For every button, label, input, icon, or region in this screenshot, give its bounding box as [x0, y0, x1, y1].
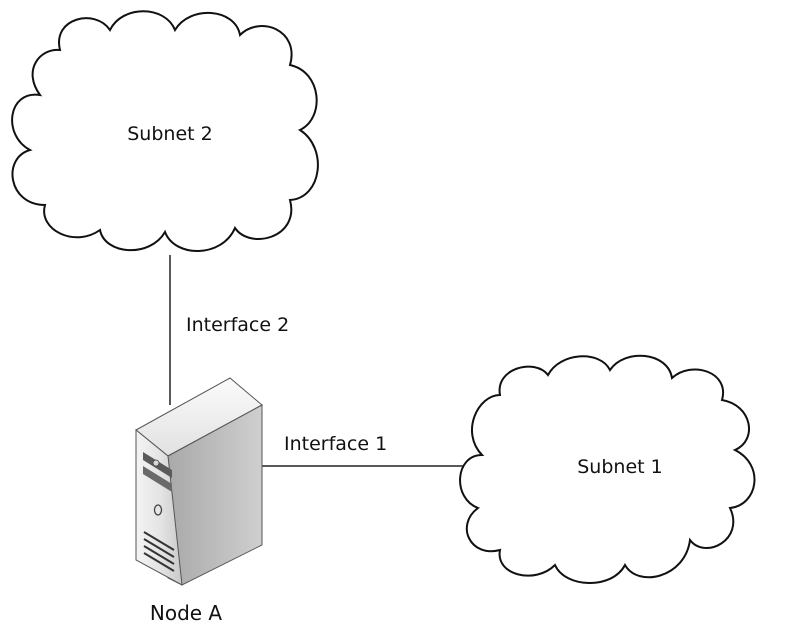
server-icon — [135, 377, 263, 586]
subnet-1-label: Subnet 1 — [577, 456, 662, 478]
node-a-label: Node A — [150, 601, 223, 625]
subnet-2-cloud-shape — [11, 10, 319, 252]
interface-1-label: Interface 1 — [284, 433, 387, 455]
subnet-2-label: Subnet 2 — [127, 123, 212, 145]
subnet-2-cloud: Subnet 2 — [11, 10, 319, 252]
subnet-1-cloud-shape — [459, 354, 756, 584]
interface-2-label: Interface 2 — [186, 314, 289, 336]
subnet-1-cloud: Subnet 1 — [459, 354, 756, 584]
